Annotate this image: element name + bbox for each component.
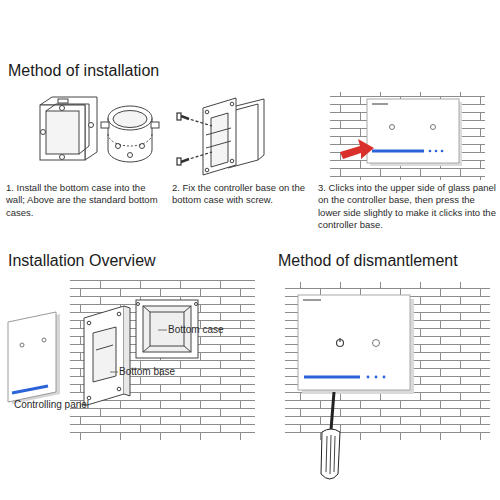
glass-panel-part bbox=[435, 150, 438, 153]
controller-base-part bbox=[230, 159, 234, 163]
round-bottom-case-part bbox=[113, 111, 147, 128]
control-panel-front-part bbox=[12, 386, 48, 393]
glass-panel-part bbox=[339, 338, 340, 342]
screwdriver-part bbox=[331, 392, 334, 430]
screw-part bbox=[186, 152, 212, 160]
glass-panel bbox=[367, 99, 462, 166]
square-bottom-case bbox=[40, 97, 97, 160]
glass-panel-part bbox=[441, 150, 444, 153]
step-text: 2. Fix the controller base on the bottom… bbox=[172, 182, 314, 207]
brick-wall bbox=[70, 280, 255, 440]
screw-part bbox=[181, 116, 189, 119]
square-bottom-case-part bbox=[41, 130, 46, 135]
push-arrow bbox=[340, 139, 374, 159]
brick-wall-part bbox=[70, 280, 255, 440]
controller-base-part bbox=[205, 110, 209, 114]
control-panel-front bbox=[8, 312, 60, 404]
section-heading: Installation Overview bbox=[8, 252, 258, 270]
bottom-base-plate-part bbox=[96, 345, 113, 350]
square-bottom-case-part bbox=[46, 111, 79, 154]
round-bottom-case-part bbox=[108, 106, 152, 130]
glass-panel-part bbox=[372, 150, 424, 153]
glass-panel-part bbox=[431, 125, 436, 130]
wall-bottom-case-part bbox=[195, 303, 198, 306]
controller-base bbox=[203, 98, 264, 175]
square-bottom-case-part bbox=[60, 106, 65, 111]
glass-panel-part bbox=[375, 376, 378, 379]
leader-line bbox=[110, 330, 167, 372]
bottom-base-plate-part bbox=[117, 312, 121, 316]
screwdriver bbox=[321, 392, 340, 479]
bottom-base-plate-part bbox=[124, 306, 130, 396]
glass-panel-part bbox=[367, 376, 370, 379]
round-bottom-case-part bbox=[108, 134, 152, 146]
screw-part bbox=[177, 158, 181, 165]
controller-base-part bbox=[230, 102, 234, 106]
part-label: Bottom base bbox=[119, 365, 199, 378]
glass-panel-part bbox=[390, 125, 395, 130]
screw-part bbox=[181, 159, 189, 162]
square-bottom-case-part bbox=[40, 105, 85, 160]
bottom-base-plate bbox=[84, 306, 130, 406]
brick-wall bbox=[330, 92, 485, 180]
controller-base-part bbox=[205, 168, 209, 172]
screw-part bbox=[177, 113, 181, 120]
step-text: 1. Install the bottom case into the wall… bbox=[6, 182, 164, 219]
glass-panel-part bbox=[373, 340, 380, 347]
glass-panel-part bbox=[367, 99, 459, 163]
screw-part bbox=[186, 118, 212, 126]
leader-line-part bbox=[158, 330, 167, 331]
glass-panel-part bbox=[298, 295, 410, 390]
controller-base-part bbox=[211, 113, 228, 167]
controller-base-part bbox=[206, 128, 231, 148]
bottom-base-plate-part bbox=[87, 321, 91, 325]
square-bottom-case-part bbox=[58, 99, 68, 103]
round-bottom-case-part bbox=[128, 153, 133, 158]
glass-panel-part bbox=[303, 299, 321, 301]
glass-panel bbox=[298, 295, 414, 394]
bottom-base-plate-part bbox=[84, 306, 124, 406]
control-panel-front-part bbox=[42, 338, 46, 342]
square-bottom-case-part bbox=[60, 155, 65, 160]
brick-wall-part bbox=[330, 92, 485, 180]
controller-base-part bbox=[203, 98, 236, 175]
glass-panel-part bbox=[304, 376, 360, 379]
square-bottom-case-part bbox=[89, 123, 94, 128]
leader-line-part bbox=[110, 372, 118, 373]
square-bottom-case-part bbox=[46, 104, 89, 154]
part-label: Controlling panel bbox=[14, 398, 134, 411]
glass-panel-part bbox=[372, 103, 388, 105]
round-bottom-case bbox=[101, 106, 159, 162]
part-label: Bottom case bbox=[168, 323, 248, 336]
screw bbox=[177, 113, 212, 165]
brick-wall-part bbox=[285, 282, 490, 440]
control-panel-front-part bbox=[20, 343, 24, 347]
screwdriver-part bbox=[321, 429, 340, 479]
brick-wall bbox=[285, 282, 490, 440]
glass-panel-part bbox=[383, 376, 386, 379]
screwdriver-part bbox=[326, 435, 335, 474]
step-text: 3. Clicks into the upper side of glass p… bbox=[318, 182, 496, 231]
bottom-base-plate-part bbox=[117, 387, 121, 391]
section-heading: Method of dismantlement bbox=[278, 252, 498, 270]
section-heading: Method of installation bbox=[8, 62, 308, 80]
glass-panel-part bbox=[429, 150, 432, 153]
square-bottom-case-part bbox=[40, 97, 97, 160]
control-panel-front-part bbox=[8, 312, 56, 402]
round-bottom-case-part bbox=[101, 122, 109, 128]
bottom-base-plate-part bbox=[93, 327, 116, 382]
round-bottom-case-part bbox=[151, 122, 159, 128]
push-arrow-part bbox=[340, 139, 374, 159]
wall-bottom-case-part bbox=[137, 303, 140, 306]
